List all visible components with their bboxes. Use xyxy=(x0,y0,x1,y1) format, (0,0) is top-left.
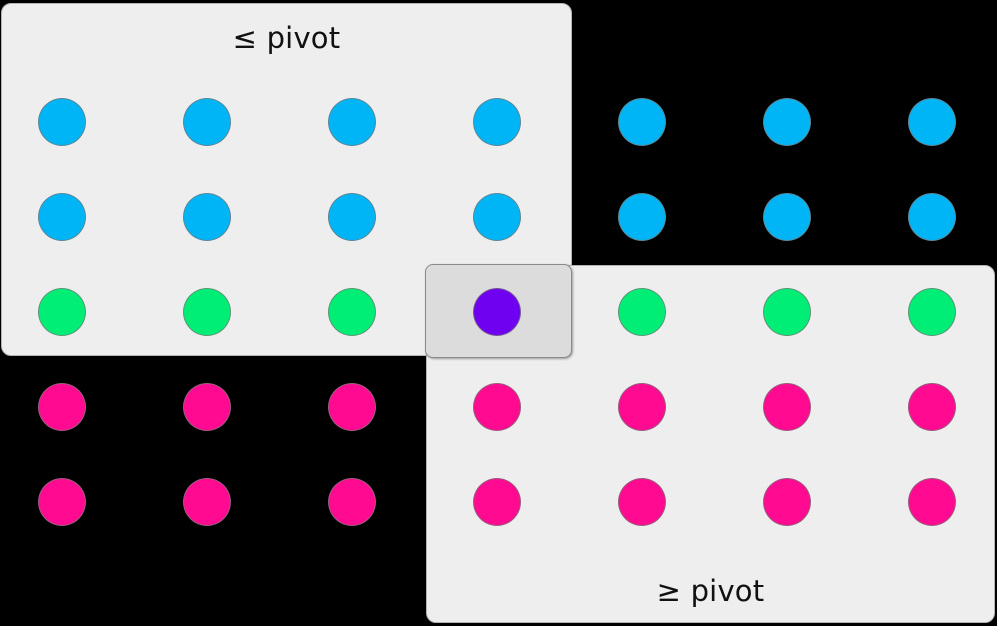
dot-green-r2c2 xyxy=(328,288,376,336)
dot-cyan-r1c2 xyxy=(328,193,376,241)
dot-green-r2c4 xyxy=(618,288,666,336)
dot-magenta-r3c0 xyxy=(38,383,86,431)
dot-magenta-r4c4 xyxy=(618,478,666,526)
dot-cyan-r1c4 xyxy=(618,193,666,241)
less-or-equal-partition-panel: ≤ pivot xyxy=(1,3,572,356)
greater-or-equal-partition-panel: ≥ pivot xyxy=(426,265,995,623)
dot-green-r2c1 xyxy=(183,288,231,336)
dot-green-r2c0 xyxy=(38,288,86,336)
dot-magenta-r3c1 xyxy=(183,383,231,431)
dot-magenta-r4c2 xyxy=(328,478,376,526)
dot-magenta-r4c5 xyxy=(763,478,811,526)
dot-green-r2c5 xyxy=(763,288,811,336)
greater-or-equal-pivot-label: ≥ pivot xyxy=(656,574,765,608)
less-or-equal-pivot-label: ≤ pivot xyxy=(232,21,341,55)
dot-cyan-r0c1 xyxy=(183,98,231,146)
dot-magenta-r3c4 xyxy=(618,383,666,431)
dot-magenta-r4c0 xyxy=(38,478,86,526)
dot-cyan-r0c3 xyxy=(473,98,521,146)
dot-cyan-r0c6 xyxy=(908,98,956,146)
dot-magenta-r3c2 xyxy=(328,383,376,431)
dot-magenta-r3c5 xyxy=(763,383,811,431)
dot-cyan-r0c4 xyxy=(618,98,666,146)
dot-magenta-r4c3 xyxy=(473,478,521,526)
dot-cyan-r0c0 xyxy=(38,98,86,146)
dot-cyan-r1c0 xyxy=(38,193,86,241)
dot-magenta-r4c6 xyxy=(908,478,956,526)
dot-magenta-r3c6 xyxy=(908,383,956,431)
pivot-dot xyxy=(473,288,521,336)
dot-magenta-r3c3 xyxy=(473,383,521,431)
dot-cyan-r0c5 xyxy=(763,98,811,146)
dot-green-r2c6 xyxy=(908,288,956,336)
dot-cyan-r0c2 xyxy=(328,98,376,146)
dot-cyan-r1c3 xyxy=(473,193,521,241)
dot-cyan-r1c1 xyxy=(183,193,231,241)
dot-cyan-r1c6 xyxy=(908,193,956,241)
dot-magenta-r4c1 xyxy=(183,478,231,526)
dot-cyan-r1c5 xyxy=(763,193,811,241)
